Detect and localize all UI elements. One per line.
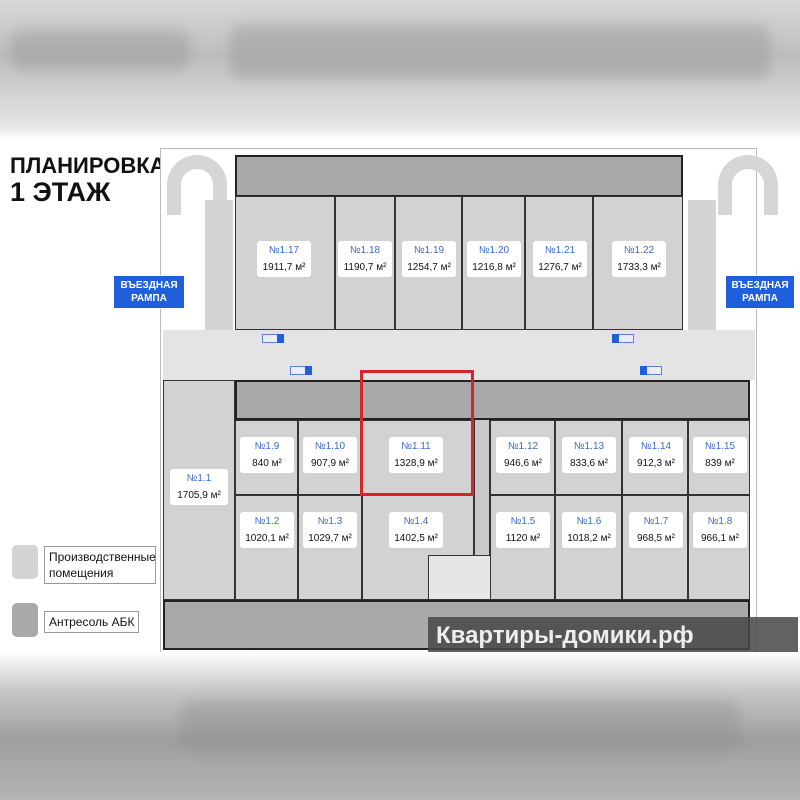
- blurred-header: [0, 0, 800, 140]
- unit-1-9[interactable]: №1.9 840 м²: [235, 420, 298, 495]
- page-title: ПЛАНИРОВКА 1 ЭТАЖ: [10, 152, 166, 206]
- truck-icon: [640, 366, 662, 375]
- unit-1-15[interactable]: №1.15 839 м²: [688, 420, 750, 495]
- unit-area: 907,9 м²: [310, 458, 349, 469]
- unit-1-14[interactable]: №1.14 912,3 м²: [622, 420, 688, 495]
- unit-number: №1.20: [478, 245, 510, 256]
- unit-area: 1705,9 м²: [177, 490, 221, 501]
- unit-area: 1733,3 м²: [617, 262, 661, 273]
- unit-1-6[interactable]: №1.6 1018,2 м²: [555, 495, 622, 600]
- unit-area: 1120 м²: [505, 533, 541, 544]
- unit-number: №1.11: [401, 441, 431, 452]
- unit-area: 840 м²: [252, 458, 282, 469]
- unit-number: №1.21: [544, 245, 576, 256]
- ramp-lane-left: [205, 200, 233, 330]
- unit-1-11[interactable]: №1.11 1328,9 м²: [362, 420, 472, 495]
- unit-area: 1018,2 м²: [567, 533, 611, 544]
- legend-swatch-mezzanine: [12, 603, 38, 637]
- unit-number: №1.18: [349, 245, 381, 256]
- unit-number: №1.5: [510, 516, 536, 527]
- unit-area: 912,3 м²: [636, 458, 675, 469]
- unit-number: №1.4: [403, 516, 429, 527]
- unit-number: №1.10: [314, 441, 346, 452]
- legend-label-mezzanine: Антресоль АБК: [44, 611, 140, 633]
- blurred-block: [180, 700, 740, 750]
- truck-icon: [612, 334, 634, 343]
- unit-area: 1276,7 м²: [538, 262, 582, 273]
- unit-number: №1.7: [643, 516, 669, 527]
- mezzanine-strip-top: [235, 155, 683, 197]
- blurred-footer: [0, 652, 800, 800]
- unit-number: №1.15: [704, 441, 736, 452]
- unit-1-1[interactable]: №1.1 1705,9 м²: [163, 380, 235, 600]
- unit-area: 1402,5 м²: [394, 533, 438, 544]
- unit-area: 1911,7 м²: [262, 262, 306, 273]
- unit-number: №1.3: [317, 516, 343, 527]
- truck-icon: [262, 334, 284, 343]
- unit-number: №1.12: [507, 441, 539, 452]
- unit-1-8[interactable]: №1.8 966,1 м²: [688, 495, 750, 600]
- unit-number: №1.6: [576, 516, 602, 527]
- watermark: Квартиры-домики.рф: [428, 617, 798, 655]
- unit-1-7[interactable]: №1.7 968,5 м²: [622, 495, 688, 600]
- unit-area: 946,6 м²: [503, 458, 542, 469]
- legend-swatch-production: [12, 545, 38, 579]
- unit-area: 966,1 м²: [700, 533, 739, 544]
- unit-1-18[interactable]: №1.18 1190,7 м²: [335, 196, 395, 330]
- ramp-lane-right: [688, 200, 716, 330]
- unit-area: 833,6 м²: [569, 458, 608, 469]
- legend-label-production: Производственные помещения: [44, 546, 156, 584]
- unit-1-20[interactable]: №1.20 1216,8 м²: [462, 196, 525, 330]
- unit-area: 1020,1 м²: [245, 533, 289, 544]
- title-line2: 1 ЭТАЖ: [10, 177, 111, 207]
- unit-1-19[interactable]: №1.19 1254,7 м²: [395, 196, 462, 330]
- unit-number: №1.13: [573, 441, 605, 452]
- unit-area: 1254,7 м²: [407, 262, 451, 273]
- unit-number: №1.14: [640, 441, 672, 452]
- ramp-curve-right: [718, 155, 778, 215]
- unit-1-3[interactable]: №1.3 1029,7 м²: [298, 495, 362, 600]
- unit-area: 968,5 м²: [636, 533, 675, 544]
- unit-1-12[interactable]: №1.12 946,6 м²: [490, 420, 555, 495]
- title-line1: ПЛАНИРОВКА: [10, 153, 166, 178]
- unit-number: №1.1: [186, 473, 212, 484]
- blurred-block: [230, 25, 770, 80]
- unit-number: №1.9: [254, 441, 280, 452]
- unit-number: №1.17: [268, 245, 300, 256]
- unit-area: 1328,9 м²: [394, 458, 438, 469]
- unit-number: №1.19: [413, 245, 445, 256]
- selected-unit-highlight: [360, 370, 474, 496]
- entrance-lobby: [428, 555, 492, 600]
- unit-number: №1.2: [254, 516, 280, 527]
- truck-icon: [290, 366, 312, 375]
- unit-1-2[interactable]: №1.2 1020,1 м²: [235, 495, 298, 600]
- unit-area: 1190,7 м²: [343, 262, 387, 273]
- unit-1-5[interactable]: №1.5 1120 м²: [490, 495, 555, 600]
- ramp-label-right: ВЪЕЗДНАЯ РАМПА: [725, 275, 795, 309]
- unit-1-17[interactable]: №1.17 1911,7 м²: [235, 196, 335, 330]
- unit-area: 1216,8 м²: [472, 262, 516, 273]
- blurred-block: [10, 30, 190, 70]
- unit-number: №1.22: [623, 245, 655, 256]
- unit-number: №1.8: [707, 516, 733, 527]
- unit-area: 1029,7 м²: [308, 533, 352, 544]
- unit-1-10[interactable]: №1.10 907,9 м²: [298, 420, 362, 495]
- unit-area: 839 м²: [705, 458, 735, 469]
- ramp-label-left: ВЪЕЗДНАЯ РАМПА: [113, 275, 185, 309]
- unit-1-13[interactable]: №1.13 833,6 м²: [555, 420, 622, 495]
- mezzanine-strip-middle: [235, 380, 750, 420]
- unit-1-21[interactable]: №1.21 1276,7 м²: [525, 196, 593, 330]
- unit-1-22[interactable]: №1.22 1733,3 м²: [593, 196, 683, 330]
